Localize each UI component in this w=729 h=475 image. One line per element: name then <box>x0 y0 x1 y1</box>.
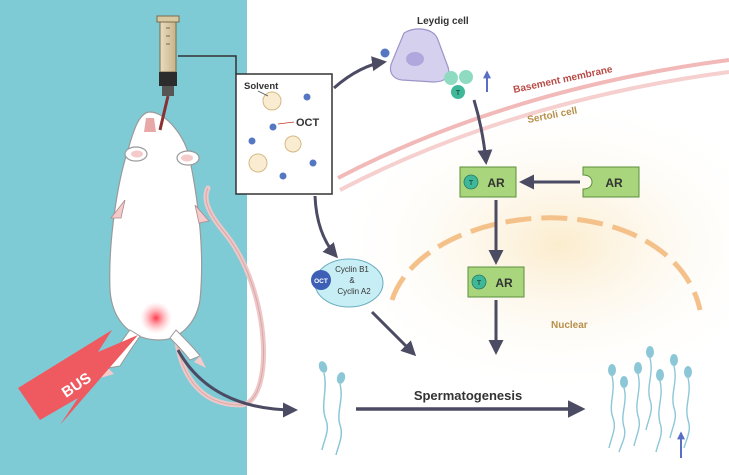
testosterone-molecules: T <box>444 70 473 99</box>
ar-box-nuclear: T AR <box>467 266 525 298</box>
ar-label: AR <box>605 176 623 190</box>
ar-box-bound: T AR <box>459 166 517 198</box>
ampersand-label: & <box>349 276 355 285</box>
oct-label: OCT <box>296 117 320 129</box>
ar-label: AR <box>495 276 513 290</box>
solvent-molecules <box>248 91 317 180</box>
ar-box-free: AR <box>582 166 640 198</box>
leydig-nucleus <box>406 52 424 66</box>
arrow-box-to-cyclin <box>313 195 338 259</box>
oct-pointer <box>277 121 295 125</box>
arrow-box-to-leydig <box>333 56 387 90</box>
red-spot <box>140 302 172 334</box>
solvent-label: Solvent <box>244 81 279 92</box>
arrow-t-to-ar <box>472 99 493 165</box>
leydig-cell-label: Leydig cell <box>417 16 469 27</box>
t-label: T <box>477 280 482 287</box>
arrow-cyclin-to-spermatogenesis <box>370 310 417 357</box>
cyclin-complex: OCT Cyclin B1 & Cyclin A2 <box>311 258 384 308</box>
syringe-connector-line <box>178 55 237 74</box>
t-label: T <box>469 180 474 187</box>
arrow-rat-to-sperm <box>176 349 298 418</box>
solvent-pointer <box>257 90 269 97</box>
flow-arrows <box>176 56 586 418</box>
bus-lightning-icon: BUS <box>18 330 138 425</box>
oct-small-label: OCT <box>314 278 328 285</box>
sertoli-cell-area <box>330 95 729 395</box>
basement-membrane <box>337 58 729 192</box>
nuclear-label: Nuclear <box>551 320 588 331</box>
cyclin-b1-label: Cyclin B1 <box>335 265 369 274</box>
sperm-group-right <box>608 346 692 453</box>
sperm-group-left <box>318 361 346 456</box>
oct-molecule <box>380 48 390 58</box>
cyclin-a2-label: Cyclin A2 <box>337 287 371 296</box>
ar-label: AR <box>487 176 505 190</box>
syringe-icon <box>156 15 180 131</box>
nuclear-membrane <box>389 215 703 311</box>
t-label: T <box>456 90 461 97</box>
rat-illustration <box>100 111 267 408</box>
spermatogenesis-label: Spermatogenesis <box>414 388 522 403</box>
